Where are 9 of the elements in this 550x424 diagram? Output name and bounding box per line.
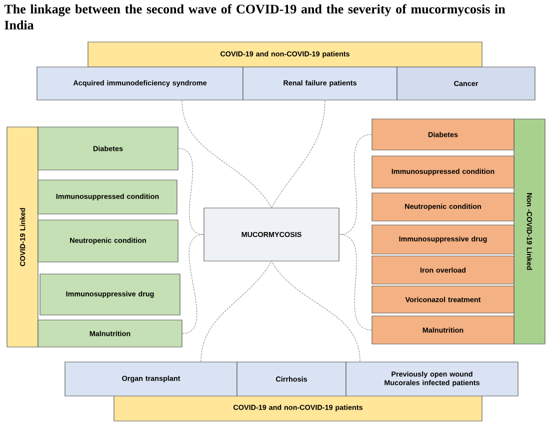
connector-curve <box>339 234 372 330</box>
connector-curve <box>178 148 204 235</box>
connector-curve <box>200 261 272 362</box>
connector-curve <box>339 134 372 235</box>
connector-curve <box>271 261 360 362</box>
connector-curve <box>182 100 272 208</box>
connector-curve <box>271 100 326 208</box>
connector-curve <box>182 234 204 334</box>
title: The linkage between the second wave of COVID-19 and the severity of mucormycosis in India <box>4 4 506 30</box>
